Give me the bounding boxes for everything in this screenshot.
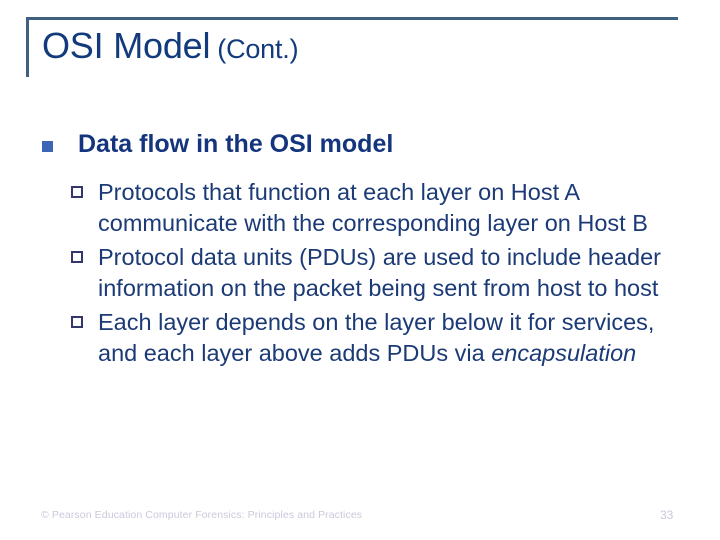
list-item-label: Protocols that function at each layer on… bbox=[98, 178, 648, 236]
list-item: Each layer depends on the layer below it… bbox=[0, 307, 720, 369]
list-item-label: Protocol data units (PDUs) are used to i… bbox=[98, 244, 662, 302]
list-item: Protocols that function at each layer on… bbox=[0, 177, 720, 239]
list-item: Protocol data units (PDUs) are used to i… bbox=[0, 242, 720, 304]
hollow-square-bullet-icon bbox=[71, 251, 83, 263]
filled-square-bullet-icon bbox=[42, 141, 53, 152]
page-title-continuation: (Cont.) bbox=[217, 34, 299, 64]
hollow-square-bullet-icon bbox=[71, 185, 83, 198]
list-item-emphasis: encapsulation bbox=[491, 340, 637, 367]
bullet-level1: Data flow in the OSI model bbox=[0, 130, 720, 159]
footer-credit: © Pearson Education Computer Forensics: … bbox=[41, 509, 363, 521]
slide-body: Data flow in the OSI model Protocols tha… bbox=[0, 130, 720, 373]
list-item-label: Each layer depends on the layer below it… bbox=[98, 309, 655, 367]
bullet-level2-list: Protocols that function at each layer on… bbox=[0, 177, 720, 370]
hollow-square-bullet-icon bbox=[71, 316, 83, 329]
bullet-level1-label: Data flow in the OSI model bbox=[78, 130, 394, 158]
page-title: OSI Model(Cont.) bbox=[42, 25, 299, 66]
title-rule-horizontal bbox=[26, 17, 678, 20]
slide-page-number: 33 bbox=[660, 508, 674, 522]
page-title-main: OSI Model bbox=[42, 25, 211, 66]
title-rule-vertical bbox=[26, 17, 29, 77]
